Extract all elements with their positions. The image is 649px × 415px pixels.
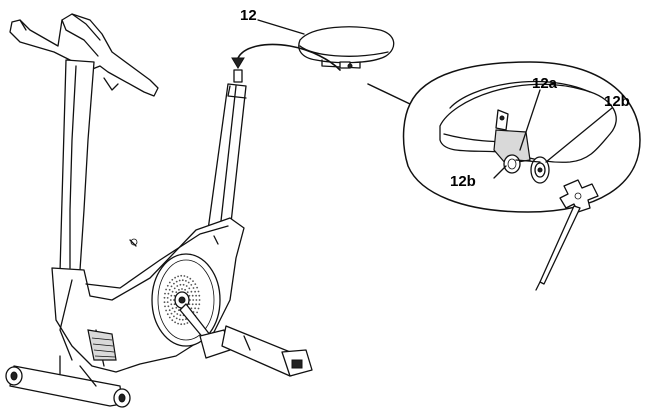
perforation-dot [176,285,178,287]
perforation-dot [192,303,194,305]
perforation-dot [180,275,182,277]
perforation-dot [164,306,166,308]
perforation-dot [195,303,197,305]
perforation-dot [165,310,167,312]
perforation-dot [180,284,182,286]
perforation-dot [196,312,198,314]
perforation-dot [181,288,183,290]
perforation-dot [177,323,179,325]
perforation-dot [196,287,198,289]
perforation-dot [182,279,184,281]
seat-post [208,70,246,232]
perforation-dot [194,307,196,309]
perforation-dot [167,297,169,299]
perforation-dot [184,289,186,291]
perforation-dot [172,291,174,293]
perforation-dot [171,319,173,321]
perforation-dot [176,281,178,283]
detail-callout [368,62,640,212]
perforation-dot [198,303,200,305]
perforation-dot [195,295,197,297]
perforation-dot [198,295,200,297]
perforation-dot [174,277,176,279]
perforation-dot [175,291,177,293]
label-12a: 12a [532,75,558,92]
perforation-dot [191,291,193,293]
perforation-dot [174,288,176,290]
perforation-dot [192,295,194,297]
perforation-dot [167,301,169,303]
perforation-dot [175,307,177,309]
label-12b-right: 12b [604,93,630,110]
perforation-dot [171,279,173,281]
perforation-dot [171,286,173,288]
rear-stabilizer [222,326,312,376]
perforation-dot [164,301,166,303]
perforation-dot [174,321,176,323]
perforation-dot [184,275,186,277]
perforation-dot [187,276,189,278]
perforation-dot [182,319,184,321]
exercise-bike [6,14,312,407]
perforation-dot [187,291,189,293]
perforation-dot [169,309,171,311]
perforation-dot [174,311,176,313]
perforation-dot [169,282,171,284]
upright-tube [60,60,94,272]
perforation-dot [198,308,200,310]
perforation-dot [167,313,169,315]
perforation-dot [164,297,166,299]
perforation-dot [183,284,185,286]
perforation-dot [180,314,182,316]
perforation-dot [180,323,182,325]
perforation-dot [167,285,169,287]
perforation-dot [194,283,196,285]
label-12b-left: 12b [450,173,476,190]
perforation-dot [192,280,194,282]
perforation-dot [177,276,179,278]
perforation-dot [165,289,167,291]
perforation-dot [191,307,193,309]
perforation-dot [188,288,190,290]
perforation-dot [185,280,187,282]
perforation-dot [179,319,181,321]
perforation-dot [168,293,170,295]
perforation-dot [196,299,198,301]
perforation-dot [179,280,181,282]
perforation-dot [164,293,166,295]
perforation-dot [169,317,171,319]
perforation-dot [170,303,172,305]
perforation-dot [184,323,186,325]
perforation-dot [173,283,175,285]
perforation-dot [171,313,173,315]
perforation-dot [176,313,178,315]
perforation-dot [199,299,201,301]
label-12: 12 [240,7,257,24]
perforation-dot [198,291,200,293]
perforation-dot [190,284,192,286]
perforation-dot [194,291,196,293]
flywheel [152,254,220,346]
perforation-dot [170,295,172,297]
perforation-dot [173,316,175,318]
perforation-dot [192,299,194,301]
perforation-dot [187,322,189,324]
perforation-dot [172,307,174,309]
perforation-dot [193,287,195,289]
perforation-dot [186,285,188,287]
perforation-dot [176,318,178,320]
perforation-dot [170,299,172,301]
perforation-dot [169,289,171,291]
perforation-dot [168,305,170,307]
perforation-dot [188,282,190,284]
perforation-dot [178,289,180,291]
perforation-dot [189,278,191,280]
